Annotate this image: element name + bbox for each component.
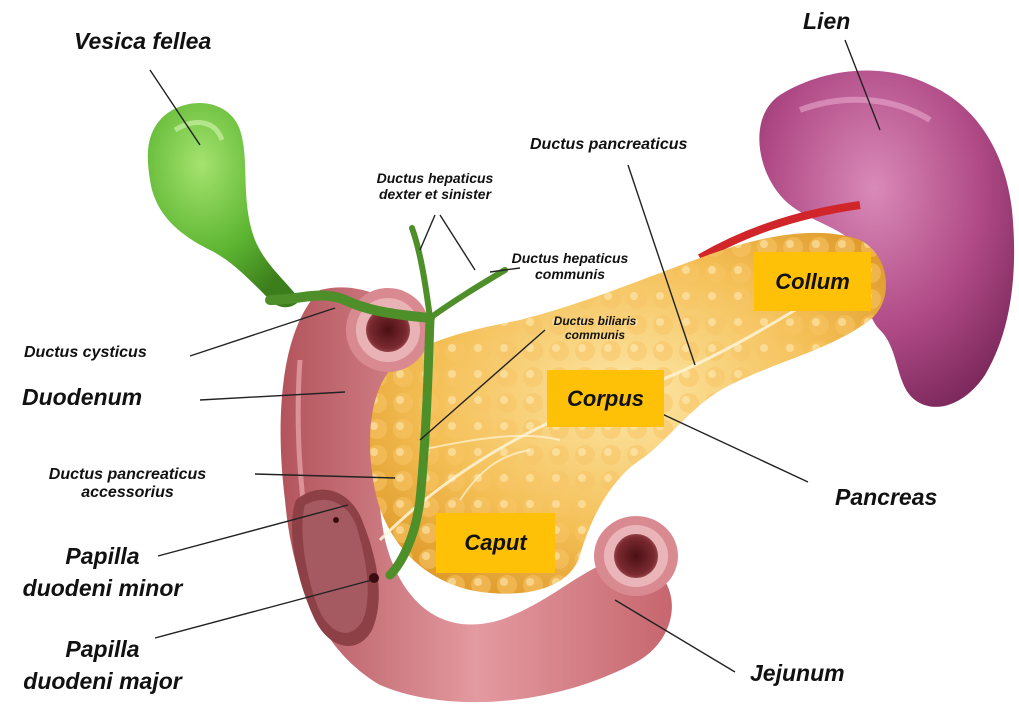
gallbladder-shape <box>148 103 300 307</box>
label-ductus-hepaticus-communis-line1: Ductus hepaticus <box>490 250 650 266</box>
label-lien: Lien <box>803 8 850 34</box>
label-papilla-duodeni-minor-line2: duodeni minor <box>0 575 205 601</box>
label-papilla-duodeni-major: Papilla duodeni major <box>0 636 205 695</box>
label-ductus-pancreaticus-accessorius-line1: Ductus pancreaticus <box>10 466 245 484</box>
jejunum-opening <box>594 516 678 596</box>
region-collum: Collum <box>754 252 871 311</box>
label-vesica-fellea: Vesica fellea <box>74 28 211 54</box>
label-ductus-biliaris-communis-line1: Ductus biliaris <box>535 315 655 329</box>
label-papilla-duodeni-minor-line1: Papilla <box>0 543 205 569</box>
label-ductus-pancreaticus-accessorius-line2: accessorius <box>10 484 245 502</box>
label-ductus-hepaticus-communis-line2: communis <box>490 266 650 282</box>
label-pancreas: Pancreas <box>835 484 937 510</box>
label-ductus-cysticus: Ductus cysticus <box>24 344 147 362</box>
label-ductus-pancreaticus-accessorius: Ductus pancreaticus accessorius <box>10 466 245 503</box>
label-ductus-hepaticus-dexter-sinister-line2: dexter et sinister <box>350 186 520 202</box>
label-duodenum: Duodenum <box>22 384 142 410</box>
label-ductus-hepaticus-communis: Ductus hepaticus communis <box>490 250 650 282</box>
label-ductus-pancreaticus: Ductus pancreaticus <box>530 136 687 154</box>
label-ductus-hepaticus-dexter-sinister: Ductus hepaticus dexter et sinister <box>350 170 520 202</box>
label-papilla-duodeni-major-line1: Papilla <box>0 636 205 662</box>
label-ductus-biliaris-communis-line2: communis <box>535 329 655 343</box>
region-caput: Caput <box>436 513 555 573</box>
label-papilla-duodeni-minor: Papilla duodeni minor <box>0 543 205 602</box>
label-jejunum: Jejunum <box>750 660 845 686</box>
region-corpus: Corpus <box>547 370 664 427</box>
label-ductus-hepaticus-dexter-sinister-line1: Ductus hepaticus <box>350 170 520 186</box>
label-ductus-biliaris-communis: Ductus biliaris communis <box>535 315 655 343</box>
label-papilla-duodeni-major-line2: duodeni major <box>0 668 205 694</box>
